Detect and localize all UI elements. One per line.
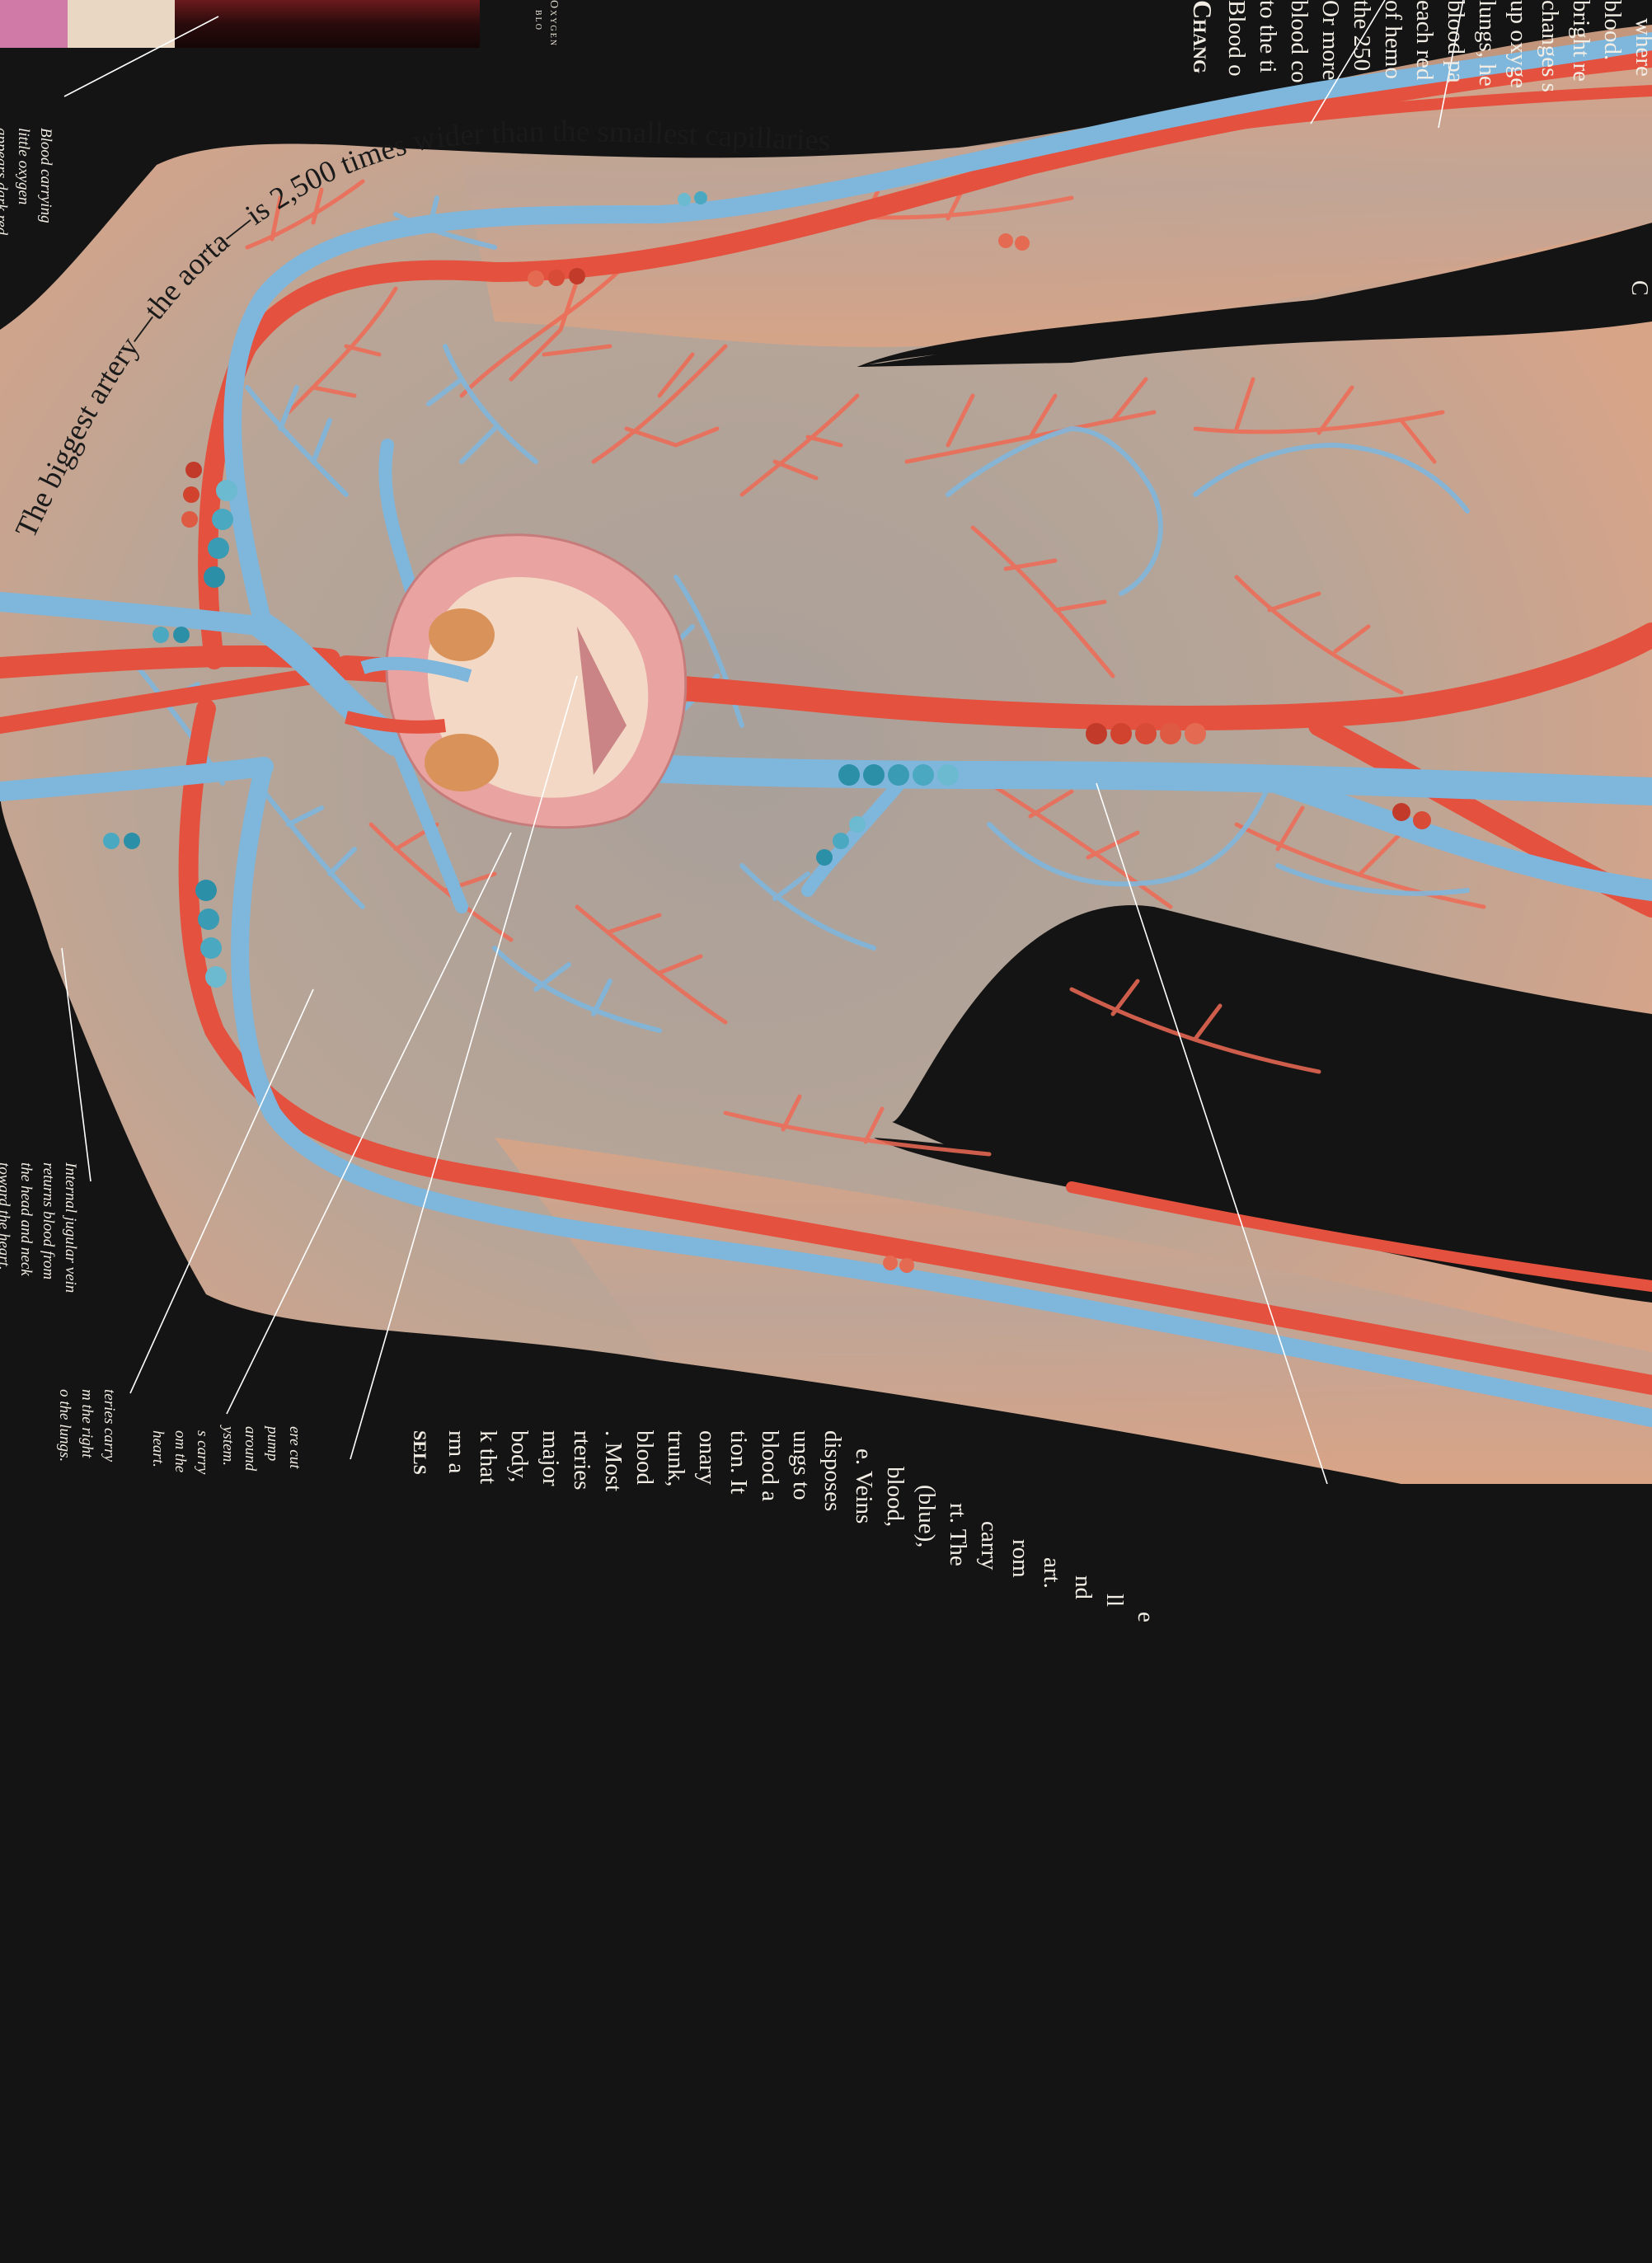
changing-line: blood pa xyxy=(1442,0,1469,83)
changing-line: blood co xyxy=(1285,0,1312,83)
changing-line: up oxyge xyxy=(1504,0,1532,88)
changing-line: bright re xyxy=(1567,0,1594,82)
vessels-line: ungs to xyxy=(787,1430,814,1500)
vessels-line: onary xyxy=(693,1430,720,1485)
changing-line: each red xyxy=(1410,0,1438,80)
changing-line: Blood o xyxy=(1223,0,1250,77)
changing-line: the 250 xyxy=(1348,0,1375,71)
blood-test-tube xyxy=(0,0,480,48)
vessels-line: major xyxy=(537,1430,564,1486)
vessels-line: blood a xyxy=(756,1430,783,1501)
changing-line: lungs, he xyxy=(1473,0,1500,87)
caption-jugular: Internal jugular vein returns blood from… xyxy=(0,1162,97,1293)
changing-line: blood. xyxy=(1598,0,1626,60)
vessels-line: tion. It xyxy=(725,1430,752,1494)
vessels-line: body, xyxy=(505,1430,533,1482)
changing-line: where xyxy=(1630,18,1652,77)
vessels-line: disposes xyxy=(819,1430,846,1511)
vessels-heading: sels xyxy=(407,1430,439,1475)
changing-line: changes s xyxy=(1536,0,1563,92)
vessels-line: nd xyxy=(1069,1575,1096,1599)
vessels-line: rom xyxy=(1007,1539,1034,1578)
vessels-line: carry xyxy=(975,1521,1002,1570)
vessels-line: k that xyxy=(474,1430,501,1484)
vessels-line: rm a xyxy=(443,1430,470,1473)
caption-jugular-text: Internal jugular vein returns blood from… xyxy=(0,1162,82,1293)
vessels-line: art. xyxy=(1038,1557,1065,1589)
illustration-stage: The biggest artery—the aorta—is 2,500 ti… xyxy=(0,0,1652,1484)
caption-dark-blood-text: Blood carrying little oxygen appears dar… xyxy=(0,128,57,239)
edge-fragment-text: C xyxy=(1626,280,1652,296)
vessels-line: ll xyxy=(1101,1594,1128,1607)
vessels-line: rteries xyxy=(568,1430,595,1490)
vessels-line: e. Veins xyxy=(850,1448,877,1524)
changing-heading: Chang xyxy=(1187,0,1218,73)
vessels-line: blood xyxy=(631,1430,658,1485)
vessels-line: (blue), xyxy=(913,1485,940,1548)
vessels-line: trunk, xyxy=(662,1430,689,1486)
changing-line: Or more xyxy=(1316,0,1344,80)
changing-line: to the ti xyxy=(1254,0,1281,73)
changing-line: of hemo xyxy=(1379,0,1406,79)
edge-fragment: C xyxy=(1626,280,1652,296)
vessels-line: rt. The xyxy=(944,1503,971,1566)
caption-dark-blood: Blood carrying little oxygen appears dar… xyxy=(0,128,73,239)
vessels-line: . Most xyxy=(599,1430,627,1491)
vessels-line: e xyxy=(1132,1612,1159,1622)
vessels-line: blood, xyxy=(881,1467,908,1527)
